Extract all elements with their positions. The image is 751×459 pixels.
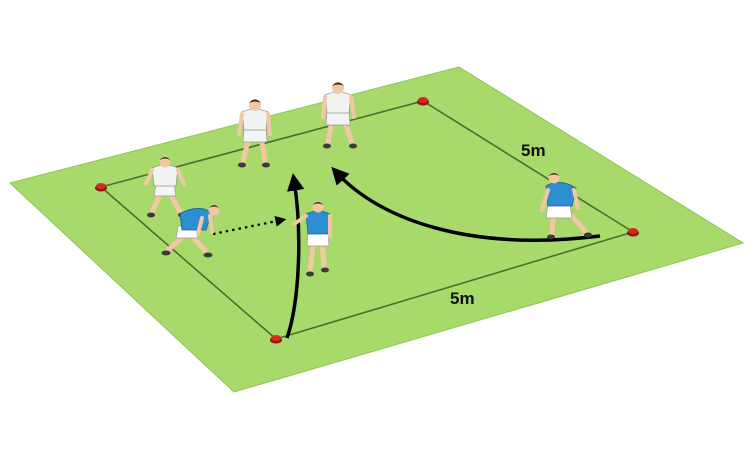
cone-marker-icon xyxy=(627,228,639,237)
cone-marker-icon xyxy=(417,97,429,106)
cone-bottom-left xyxy=(270,335,282,344)
cone-top-right xyxy=(417,97,429,106)
dimension-label-right: 5m xyxy=(521,141,546,160)
cone-top-left xyxy=(95,183,107,192)
pitch-surface xyxy=(8,66,745,393)
defender-player-icon xyxy=(237,99,272,168)
attacker-player-icon xyxy=(161,204,220,258)
pass-arrow-dotted xyxy=(212,215,287,236)
defender-player-middle xyxy=(237,99,272,168)
cone-marker-icon xyxy=(270,335,282,344)
attacker-player-icon xyxy=(540,172,592,240)
cone-marker-icon xyxy=(95,183,107,192)
run-arrow-right xyxy=(331,166,601,242)
run-arrow-left xyxy=(285,173,305,339)
attacker-player-right xyxy=(540,172,592,240)
cone-bottom-right xyxy=(627,228,639,237)
defender-player-right xyxy=(321,82,357,149)
defender-player-icon xyxy=(321,82,357,149)
attacker-player-center xyxy=(292,201,332,277)
dimension-label-bottom: 5m xyxy=(450,289,475,308)
attacker-player-icon xyxy=(292,201,332,277)
attacker-player-left xyxy=(161,204,220,258)
